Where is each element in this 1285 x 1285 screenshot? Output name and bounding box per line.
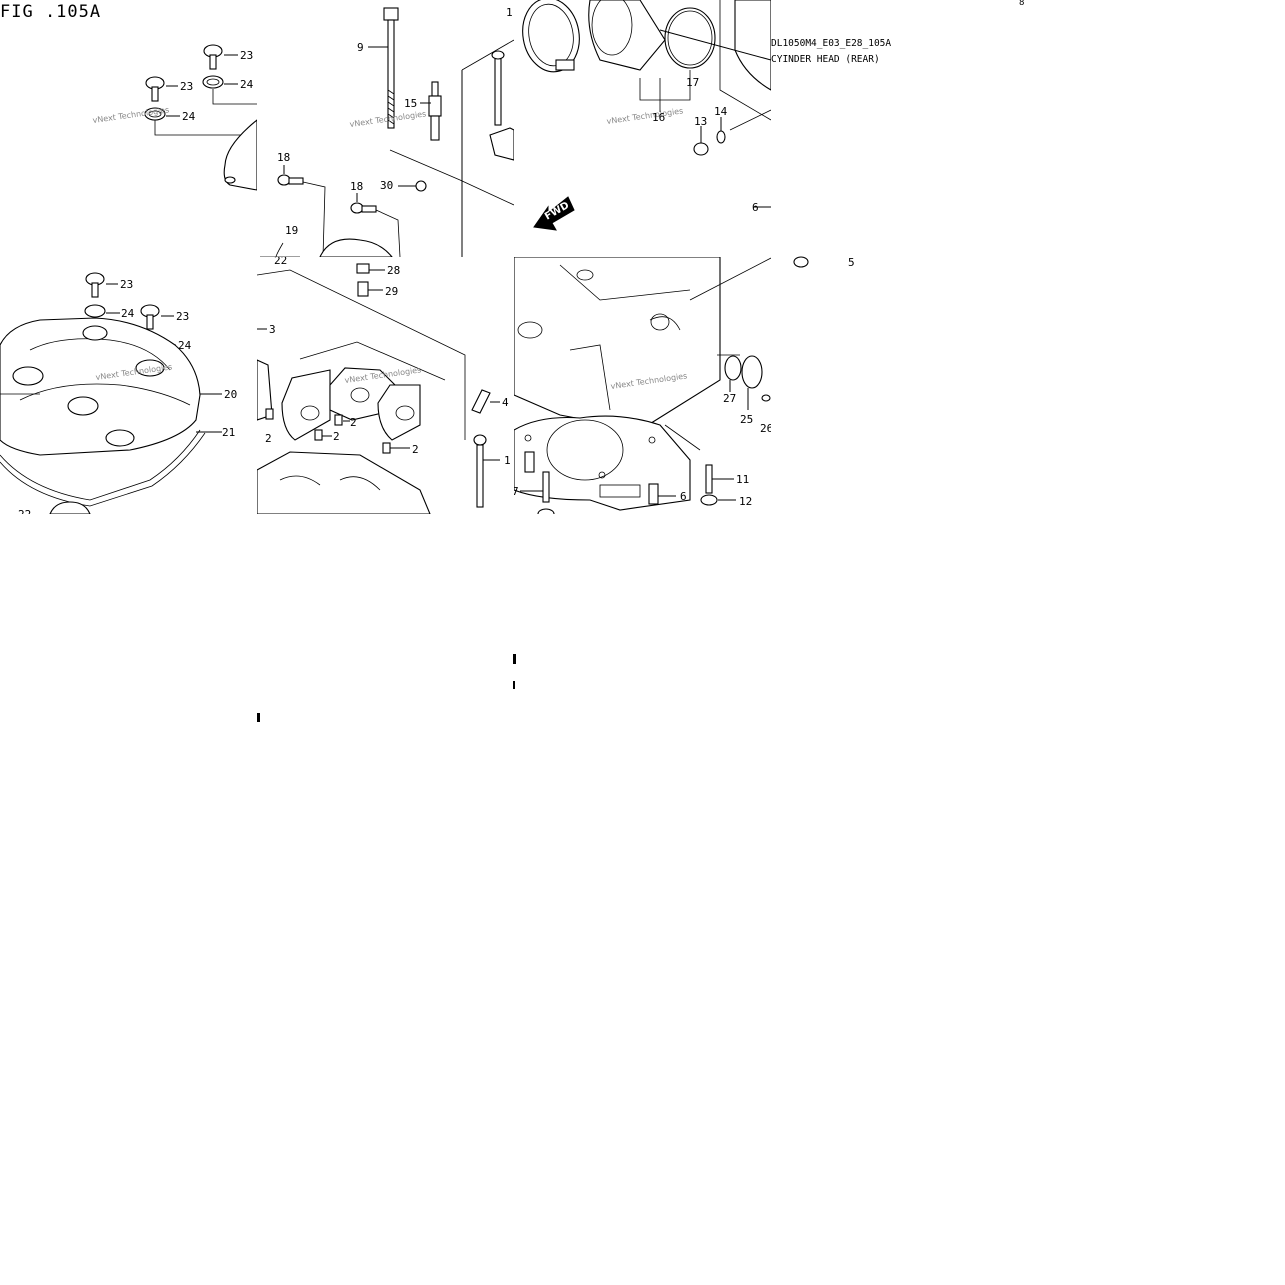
callout-17: 17 [686,76,699,89]
cover-bolt-icon [144,44,224,121]
figure-code: DL1050M4_E03_E28_105A [771,38,891,49]
callout-12: 12 [739,495,752,508]
callout-3: 3 [269,323,276,336]
tile-cover-bolts: vNext Technologies 23 24 23 24 [92,44,257,191]
cylinder-head-icon [514,257,721,431]
intake-pipe-icon [588,0,666,71]
head-bolt-icon [383,7,399,129]
callout-24a: 24 [240,78,254,91]
callout-1b: 1 [504,454,511,467]
callout-6b: 6 [680,490,687,503]
callout-15: 15 [404,97,417,110]
watermark: vNext Technologies [92,105,170,125]
tile-intake: FWD vNext Technologies 17 16 13 14 6 [522,0,771,231]
callout-16: 16 [652,111,665,124]
callout-4: 4 [502,396,509,409]
callout-29: 29 [385,285,398,298]
callout-21: 21 [222,426,235,439]
cam-holder-icon [281,367,421,441]
callout-22b: 22 [274,254,287,267]
callout-2a: 2 [265,432,272,445]
callout-7: 7 [512,485,519,498]
callout-26: 26 [760,422,773,435]
callout-8: 8 [1019,0,1024,8]
callout-2b: 2 [350,416,357,429]
callout-22a: 22 [18,508,31,521]
tile-cylinder-head: vNext Technologies 27 25 26 11 12 6 7 [512,257,773,514]
callout-23b: 23 [180,80,193,93]
callout-30: 30 [380,179,393,192]
callout-24b: 24 [182,110,196,123]
intake-clamp-icon [522,0,580,73]
callout-20: 20 [224,388,237,401]
figure-title: FIG .105A [0,2,101,22]
callout-2d: 2 [412,443,419,456]
callout-25: 25 [740,413,753,426]
screw-icon [277,174,427,214]
spark-plug-icon [428,81,442,141]
callout-1a: 1 [506,6,513,19]
callout-19: 19 [285,224,298,237]
figure-subtitle: CYINDER HEAD (REAR) [771,54,880,65]
nut-icon [537,494,718,514]
callout-9: 9 [357,41,364,54]
callout-18a: 18 [277,151,290,164]
guide-icon [471,389,491,414]
tile-cam-holders: vNext Technologies 22 28 29 3 4 2 2 2 2 … [257,254,511,514]
callout-14: 14 [714,105,728,118]
tile-head-bolts: vNext Technologies 9 15 18 18 30 19 1 [260,6,514,257]
cover-plate-icon [724,355,771,402]
stud-icon [524,451,713,505]
callout-11: 11 [736,473,749,486]
callout-5: 5 [848,256,855,269]
callout-27: 27 [723,392,736,405]
head-cover-icon [0,317,201,456]
callout-23a: 23 [240,49,253,62]
callout-13: 13 [694,115,707,128]
callout-23c: 23 [120,278,133,291]
callout-28: 28 [387,264,400,277]
watermark: vNext Technologies [606,106,684,126]
nut-icon [793,256,809,268]
callout-24d: 24 [178,339,192,352]
cover-gasket-icon [0,429,206,507]
fragment-marks [257,654,516,722]
fwd-arrow-icon: FWD [533,196,575,231]
callout-18b: 18 [350,180,363,193]
callout-2c: 2 [333,430,340,443]
head-bolt-icon [473,434,487,508]
tile-head-cover: vNext Technologies 23 24 23 24 20 21 22 [0,272,237,521]
callout-24c: 24 [121,307,135,320]
callout-6a: 6 [752,201,759,214]
bolt-icon [693,130,726,156]
callout-23d: 23 [176,310,189,323]
